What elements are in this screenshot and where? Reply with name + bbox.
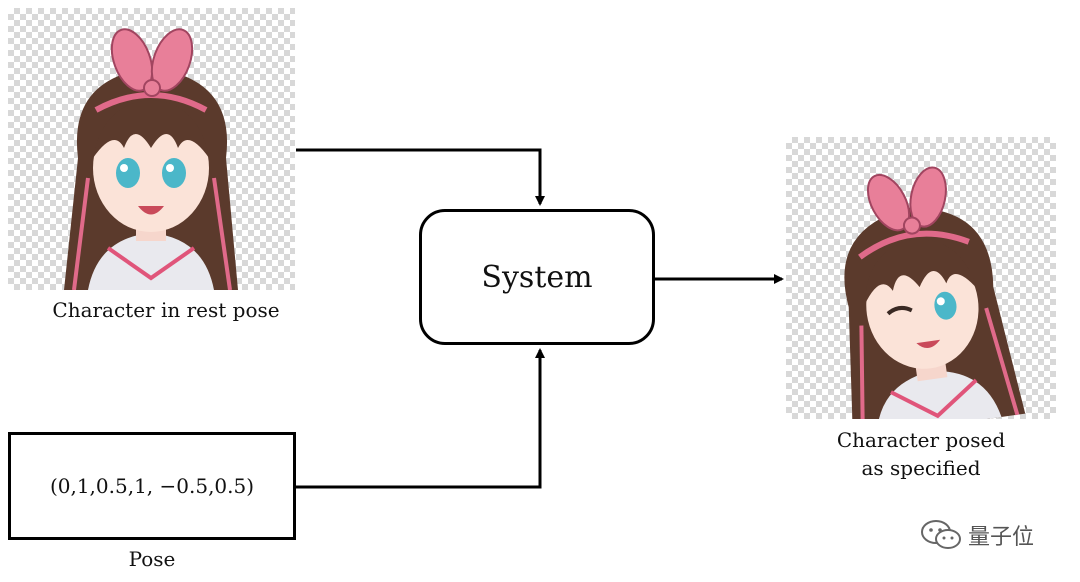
output-caption-line2: as specified <box>861 456 981 480</box>
rest-pose-image <box>8 8 295 290</box>
wechat-icon <box>921 520 961 549</box>
output-caption-line1: Character posed <box>836 428 1006 452</box>
arrow-image-to-system <box>296 148 545 206</box>
watermark-text: 量子位 <box>968 525 1035 550</box>
rest-pose-character <box>64 28 238 290</box>
pose-vector-box: (0,1,0.5,1, −0.5,0.5) <box>8 432 296 540</box>
posed-character <box>844 166 1026 419</box>
arrow-pose-to-system <box>296 348 545 489</box>
rest-pose-caption: Character in rest pose <box>52 298 280 322</box>
pose-caption: Pose <box>128 547 176 571</box>
posed-output-image <box>786 137 1056 419</box>
system-box: System <box>419 209 655 345</box>
system-label: System <box>481 259 593 295</box>
watermark: 量子位 <box>920 518 1034 552</box>
pose-vector: (0,1,0.5,1, −0.5,0.5) <box>49 474 255 498</box>
